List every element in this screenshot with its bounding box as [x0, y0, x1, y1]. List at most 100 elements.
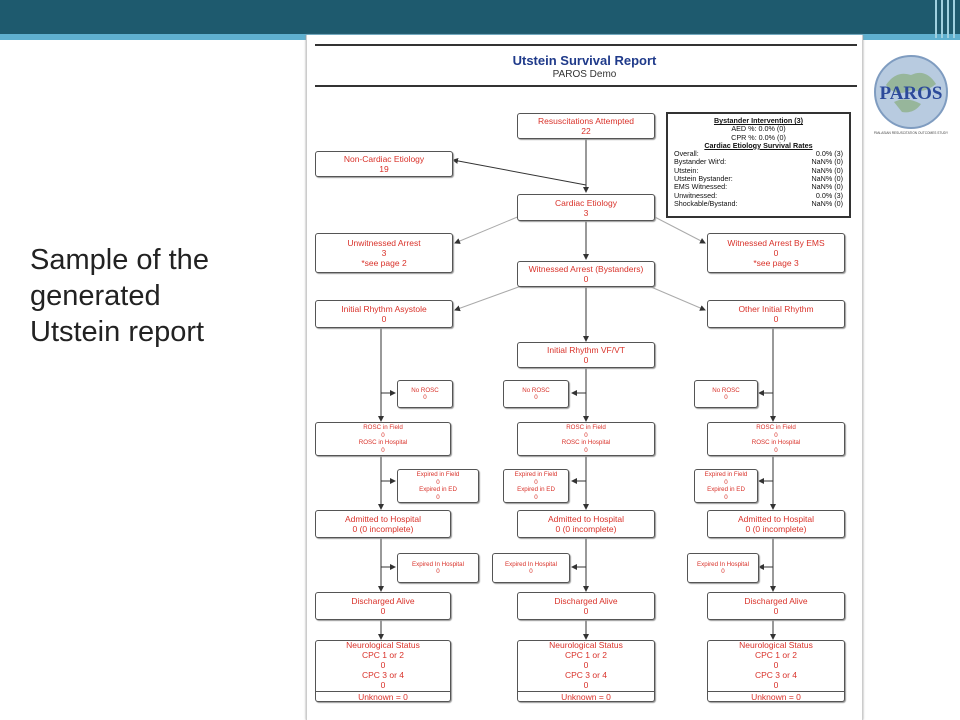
legend-row: Utstein:NaN% (0) — [674, 165, 843, 175]
node-value: Expired in ED — [419, 486, 457, 493]
node-value: *see page 2 — [361, 258, 407, 268]
node-label: Expired in Field — [514, 471, 558, 478]
node-label: Unwitnessed Arrest — [347, 238, 421, 248]
node-witnessed-bystanders: Witnessed Arrest (Bystanders)0 — [517, 261, 655, 287]
node-label: Discharged Alive — [554, 596, 618, 606]
node-label: Neurological Status — [549, 640, 623, 650]
node-value: 0 — [583, 606, 589, 616]
node-label: Expired in Field — [704, 471, 748, 478]
node-unknown-count: Unknown = 0 — [708, 691, 844, 701]
legend-row-label: EMS Witnessed: — [674, 182, 728, 192]
node-label: Initial Rhythm VF/VT — [547, 345, 625, 355]
node-value: CPC 1 or 2 — [754, 650, 798, 660]
legend-row-value: NaN% (0) — [811, 182, 843, 192]
node-label: Non-Cardiac Etiology — [343, 154, 425, 164]
legend-row-value: 0.0% (3) — [815, 190, 843, 200]
node-value: 0 — [724, 478, 728, 486]
node-value: ROSC in Hospital — [751, 439, 801, 446]
legend-heading-cardiac: Cardiac Etiology Survival Rates — [704, 140, 813, 150]
report-subtitle: PAROS Demo — [552, 69, 617, 80]
legend-row-label: Utstein: — [674, 165, 699, 175]
node-label: No ROSC — [411, 386, 439, 394]
node-value: 0 — [381, 431, 385, 439]
node-label: Witnessed Arrest By EMS — [727, 238, 825, 248]
slide-top-bar — [0, 0, 960, 34]
node-label: Expired In Hospital — [412, 560, 464, 568]
node-label: Expired In Hospital — [697, 560, 749, 568]
node-unknown-count: Unknown = 0 — [316, 691, 450, 701]
node-unknown-count: Unknown = 0 — [518, 691, 654, 701]
node-label: Admitted to Hospital — [547, 514, 625, 524]
node-value: 3 — [381, 248, 387, 258]
node-value: 0 — [773, 680, 779, 690]
node-value: 0 — [380, 660, 386, 670]
decorative-stripe — [947, 0, 949, 38]
node-label: Cardiac Etiology — [555, 197, 617, 208]
node-value: CPC 3 or 4 — [361, 670, 405, 680]
node-label: Other Initial Rhythm — [738, 304, 814, 314]
utstein-report-document: Utstein Survival Report PAROS Demo — [306, 35, 863, 720]
decorative-stripe — [935, 0, 937, 38]
node-value: ROSC in Hospital — [561, 439, 611, 446]
node-value: 0 — [724, 493, 728, 501]
node-value: 0 — [583, 660, 589, 670]
node-value: 0 — [423, 394, 427, 401]
node-value: 0 (0 incomplete) — [555, 524, 617, 534]
paros-logo: PAROS PAN-ASIAN RESUSCITATION OUTCOMES S… — [866, 50, 956, 140]
survival-legend-box: Bystander Intervention (3) AED %: 0.0% (… — [666, 112, 851, 218]
legend-row-label: Unwitnessed: — [674, 190, 718, 200]
node-label: Admitted to Hospital — [737, 514, 815, 524]
node-value: 0 (0 incomplete) — [745, 524, 807, 534]
slide-caption: Sample of the generated Utstein report — [30, 244, 209, 348]
node-value: 0 (0 incomplete) — [352, 524, 414, 534]
node-label: No ROSC — [522, 386, 550, 394]
node-value: 0 — [584, 446, 588, 454]
node-value: 0 — [436, 478, 440, 486]
legend-row: Utstein Bystander:NaN% (0) — [674, 174, 843, 183]
node-value: 0 — [436, 568, 440, 575]
node-value: ROSC in Hospital — [358, 439, 408, 446]
top-rule — [315, 44, 857, 46]
decorative-stripe — [953, 0, 955, 38]
header-rule — [315, 85, 857, 87]
legend-line: AED %: 0.0% (0) — [731, 124, 786, 134]
node-value: 0 — [534, 394, 538, 401]
node-label: Resuscitations Attempted — [538, 116, 634, 126]
node-label: Witnessed Arrest (Bystanders) — [528, 264, 644, 274]
svg-text:PAN-ASIAN RESUSCITATION OUTCOM: PAN-ASIAN RESUSCITATION OUTCOMES STUDY — [874, 131, 949, 135]
legend-row: Overall: 0.0% (3) — [674, 149, 843, 159]
node-label: Neurological Status — [739, 640, 813, 650]
legend-row-label: Shockable/Bystand: — [674, 198, 738, 208]
legend-line: CPR %: 0.0% (0) — [731, 132, 786, 142]
node-label: No ROSC — [712, 386, 740, 394]
flowchart-connectors — [378, 139, 776, 640]
node-label: Expired in Field — [416, 471, 460, 478]
node-value: CPC 1 or 2 — [361, 650, 405, 660]
node-value: 0 — [584, 431, 588, 439]
node-value: *see page 3 — [753, 258, 799, 268]
node-value: 0 — [583, 680, 589, 690]
node-label: Admitted to Hospital — [344, 514, 422, 524]
legend-row-label: Overall: — [674, 149, 699, 159]
legend-row-label: Bystander Wit'd: — [674, 157, 727, 167]
node-value: 0 — [436, 493, 440, 501]
decorative-stripe — [941, 0, 943, 38]
legend-row-value: 0.0% (3) — [815, 149, 843, 159]
